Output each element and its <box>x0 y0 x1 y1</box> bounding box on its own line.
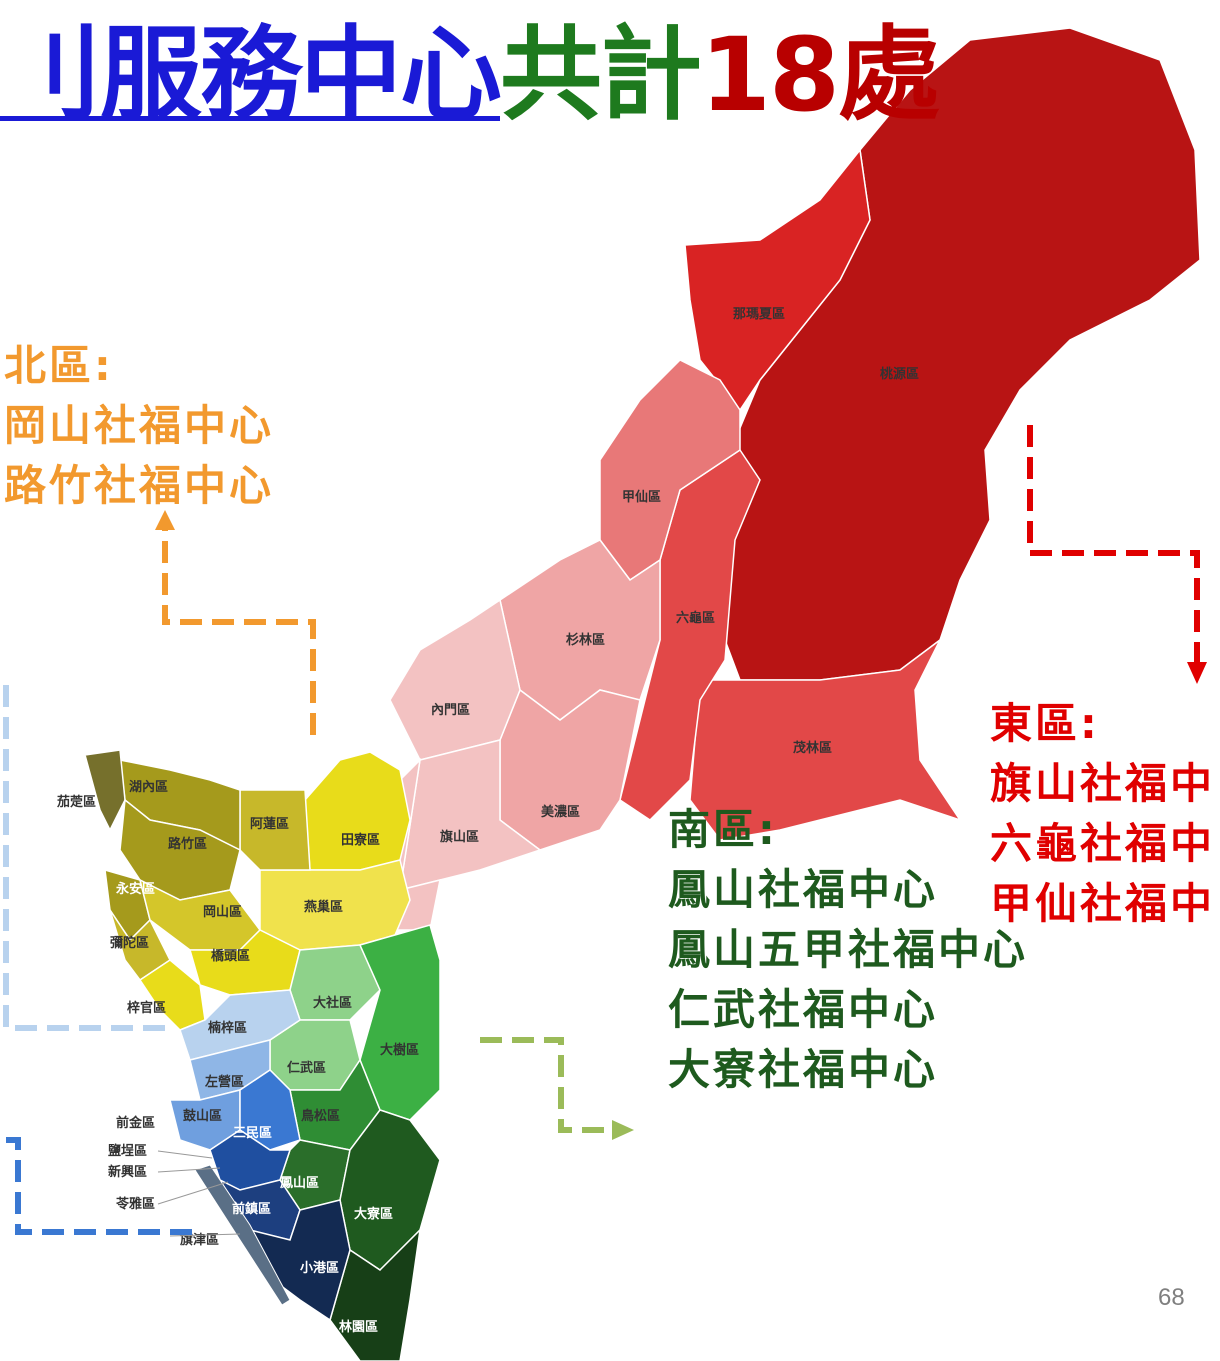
map-label-jiaxian: 甲仙區 <box>622 489 661 505</box>
region-north-list: 北區: 岡山社福中心 路竹社福中心 <box>4 336 274 516</box>
map-label-qianzhen: 前鎮區 <box>232 1201 271 1217</box>
district-maolin <box>689 639 962 841</box>
leader-line-yancheng <box>157 1150 213 1159</box>
region-east-center: 六龜社福中 <box>990 819 1216 868</box>
connector-east <box>1027 425 1200 662</box>
map-label-gushan: 鼓山區 <box>183 1108 222 1124</box>
connector-south <box>480 1037 612 1133</box>
map-label-nanzi: 楠梓區 <box>207 1020 247 1036</box>
map-label-lingya: 苓雅區 <box>115 1196 155 1212</box>
map-label-zuoying: 左營區 <box>205 1074 244 1090</box>
connector-north <box>162 530 316 735</box>
map-label-yongan: 永安區 <box>115 881 155 897</box>
page-number: 68 <box>1158 1284 1185 1311</box>
map-label-gangshan: 岡山區 <box>203 904 242 920</box>
leader-line-cijin <box>169 1233 241 1237</box>
region-north-center: 路竹社福中心 <box>4 461 275 510</box>
page-title: 刂服務中心共計18處 <box>0 6 940 146</box>
map-label-sanmin: 三民區 <box>233 1126 272 1141</box>
title-total-count: 18處 <box>700 16 940 135</box>
map-label-maolin: 茂林區 <box>793 740 832 756</box>
region-east-list: 東區: 旗山社福中 六龜社福中 甲仙社福中 <box>990 694 1215 934</box>
title-link[interactable]: 刂服務中心 <box>0 16 502 135</box>
leader-line-xinxing <box>157 1167 221 1173</box>
connector-west-blue <box>6 1137 200 1235</box>
district-linyuan <box>329 1227 422 1361</box>
map-label-qieding: 茄萣區 <box>56 794 96 810</box>
map-label-niaosong: 鳥松區 <box>301 1108 340 1124</box>
map-label-dashe: 大社區 <box>313 995 352 1011</box>
map-label-dashu: 大樹區 <box>380 1042 419 1058</box>
region-south-list: 南區: 鳳山社福中心 鳳山五甲社福中心 仁武社福中心 大寮社福中心 <box>668 800 1028 1100</box>
region-east-center: 旗山社福中 <box>990 759 1216 808</box>
map-label-neimen: 內門區 <box>431 702 470 718</box>
district-tianliao <box>304 751 411 871</box>
map-label-hunei: 湖內區 <box>129 779 168 795</box>
arrow-north <box>155 510 175 530</box>
district-namaxia <box>684 148 871 412</box>
map-label-meinong: 美濃區 <box>541 804 580 820</box>
map-label-tianliao: 田寮區 <box>341 832 380 848</box>
map-label-taoyuan: 桃源區 <box>880 366 919 382</box>
region-south-center: 鳳山社福中心 <box>668 865 939 914</box>
map-label-daliao: 大寮區 <box>354 1206 393 1222</box>
map-label-renwu: 仁武區 <box>287 1060 326 1076</box>
district-qieding <box>84 749 126 832</box>
map-label-yanchao: 燕巢區 <box>304 899 343 915</box>
map-label-xinxing: 新興區 <box>108 1164 147 1180</box>
district-meinong <box>499 688 641 851</box>
map-label-qishan: 旗山區 <box>440 829 479 845</box>
district-neimen <box>389 598 521 761</box>
arrow-south <box>612 1120 634 1140</box>
region-north-header: 北區: <box>4 341 114 390</box>
arrow-east <box>1187 662 1207 684</box>
map-label-cijin: 旗津區 <box>180 1232 219 1248</box>
region-north-center: 岡山社福中心 <box>4 401 275 450</box>
map-label-yancheng: 鹽埕區 <box>108 1143 147 1159</box>
map-label-namaxia: 那瑪夏區 <box>733 307 785 322</box>
district-dashu <box>358 924 441 1121</box>
map-label-shanlin: 杉林區 <box>566 632 605 648</box>
map-label-qianjin: 前金區 <box>116 1115 155 1131</box>
map-label-fengshan: 鳳山區 <box>280 1175 319 1191</box>
map-label-luzhu: 路竹區 <box>168 836 207 852</box>
district-cijin <box>194 1164 291 1306</box>
map-label-xiaogang: 小港區 <box>300 1260 339 1276</box>
map-label-alian: 阿蓮區 <box>250 816 289 832</box>
region-east-header: 東區: <box>990 699 1100 748</box>
connector-west-lightblue <box>3 685 170 1031</box>
district-liugui <box>619 448 761 821</box>
title-total-label: 共計 <box>500 16 702 135</box>
map-label-ziguan: 梓官區 <box>127 1000 166 1016</box>
region-south-center: 仁武社福中心 <box>668 985 939 1034</box>
region-south-center: 鳳山五甲社福中心 <box>668 925 1029 974</box>
map-label-linyuan: 林園區 <box>339 1319 378 1335</box>
leader-line-lingya <box>157 1181 229 1205</box>
region-south-center: 大寮社福中心 <box>668 1045 939 1094</box>
region-east-center: 甲仙社福中 <box>990 879 1216 928</box>
region-south-header: 南區: <box>668 805 778 854</box>
map-label-mituo: 彌陀區 <box>110 935 149 951</box>
map-label-qiaotou: 橋頭區 <box>211 948 250 964</box>
map-label-liugui: 六龜區 <box>676 610 715 626</box>
